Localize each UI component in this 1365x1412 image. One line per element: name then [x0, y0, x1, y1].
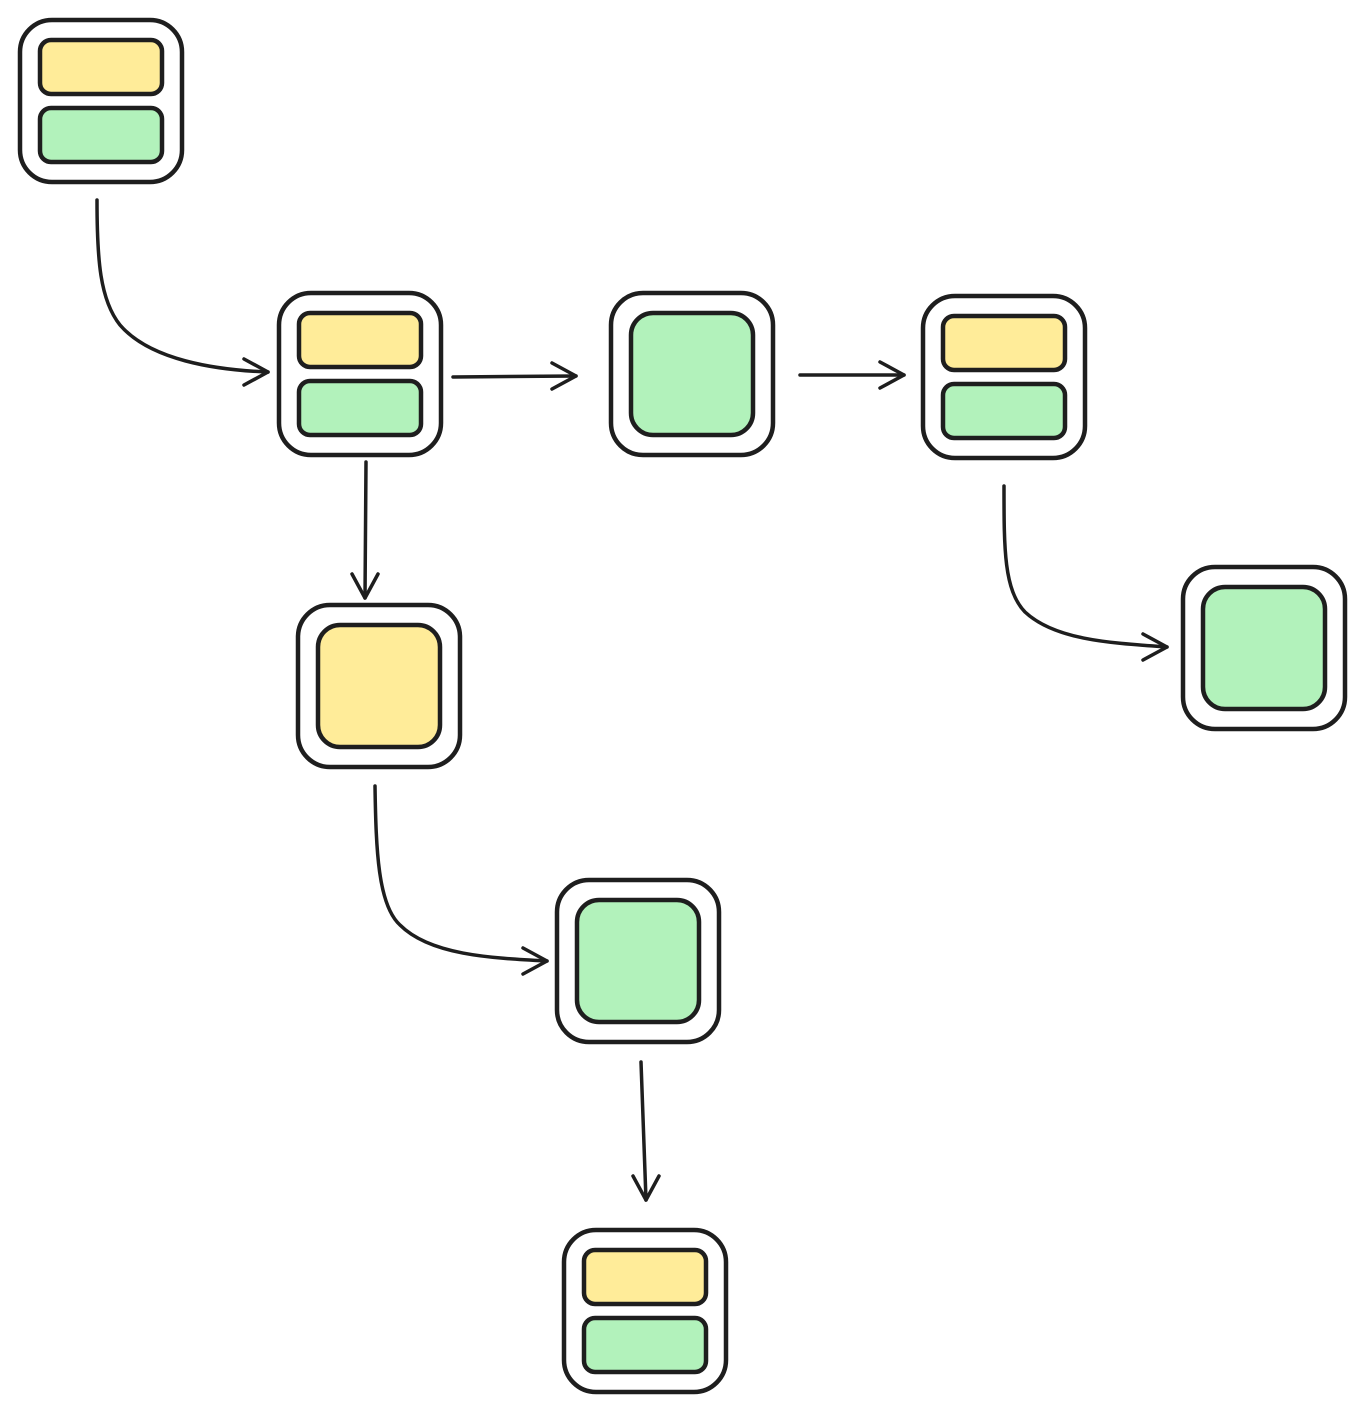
node-fill-block: [315, 622, 443, 750]
nodes-layer: [17, 17, 1348, 1395]
arrow-line: [373, 784, 549, 963]
node-n1: [17, 17, 185, 185]
arrow-line: [1002, 484, 1169, 649]
edge-n4-n6: [1002, 484, 1169, 662]
node-bottom-block: [37, 105, 165, 165]
edge-n1-n2: [95, 198, 270, 387]
node-n7: [554, 877, 722, 1045]
arrow-head-icon: [550, 361, 578, 391]
node-top-block: [37, 37, 165, 97]
node-n3: [608, 290, 776, 458]
edge-n5-n7: [373, 784, 549, 976]
arrow-line: [363, 460, 368, 600]
edge-n2-n3: [451, 361, 578, 391]
arrow-line: [95, 198, 270, 374]
node-bottom-block: [581, 1315, 709, 1375]
node-bottom-block: [296, 378, 424, 438]
node-fill-block: [1200, 584, 1328, 712]
arrow-line: [639, 1060, 648, 1202]
arrow-head-icon: [878, 360, 906, 390]
node-top-block: [296, 310, 424, 370]
edges-layer: [95, 198, 1169, 1202]
edge-n3-n4: [798, 360, 906, 390]
node-fill-block: [574, 897, 702, 1025]
node-n6: [1180, 564, 1348, 732]
arrow-head-icon: [631, 1174, 661, 1202]
node-top-block: [581, 1247, 709, 1307]
node-top-block: [940, 313, 1068, 373]
edge-n2-n5: [350, 460, 380, 600]
arrow-head-icon: [521, 946, 549, 976]
arrow-head-icon: [350, 572, 380, 600]
edge-n7-n8: [631, 1060, 661, 1202]
arrow-line: [451, 374, 578, 379]
node-bottom-block: [940, 381, 1068, 441]
arrow-head-icon: [1141, 632, 1169, 662]
node-n2: [276, 290, 444, 458]
node-n4: [920, 293, 1088, 461]
node-fill-block: [628, 310, 756, 438]
node-n8: [561, 1227, 729, 1395]
arrow-head-icon: [242, 357, 270, 387]
node-n5: [295, 602, 463, 770]
